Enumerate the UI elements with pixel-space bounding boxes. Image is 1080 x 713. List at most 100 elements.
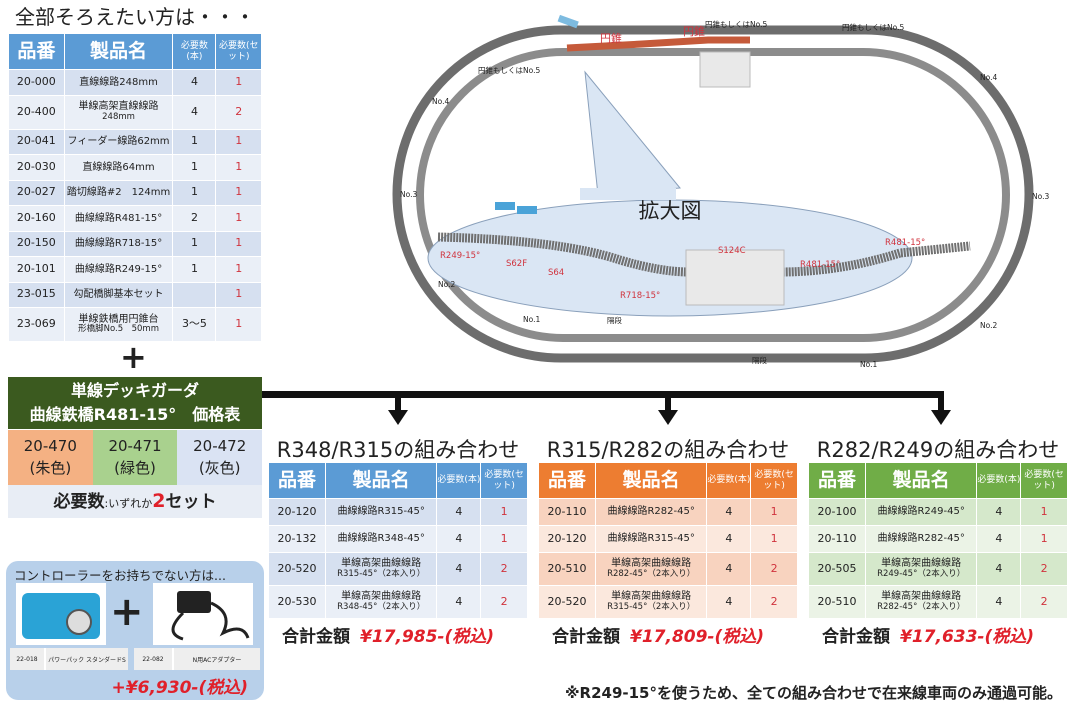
track-label-cone2: 円錐	[683, 24, 705, 38]
product-code: 20-120	[538, 525, 596, 553]
header-sets: 必要数(セット)	[215, 33, 262, 70]
controller-title: コントローラーをお持ちでない方は...	[14, 568, 226, 583]
table-row: 20-041 フィーダー線路62mm 1 1	[8, 128, 262, 155]
product-code: 20-027	[8, 179, 65, 206]
header-name: 製品名	[324, 462, 438, 499]
set-count: 1	[215, 256, 262, 283]
quantity: 4	[976, 552, 1022, 586]
track-label-no1-right: No.1	[860, 360, 877, 369]
product-code: 20-000	[8, 69, 65, 96]
quantity: 3～5	[172, 307, 217, 342]
track-label-cone-or-no5-c: 円錐もしくはNo.5	[842, 22, 904, 32]
track-label-r718: R718-15°	[620, 291, 660, 301]
connector-arrows	[262, 391, 951, 425]
controller-item-1: 22-018 パワーパック スタンダードS	[10, 648, 128, 670]
table-row: 20-110 曲線線路R282-45° 4 1	[538, 498, 798, 526]
product-name: 曲線線路R348-45°	[324, 525, 438, 553]
deck-girder-title-line1: 単線デッキガーダ	[70, 381, 199, 400]
set-count: 2	[1020, 585, 1068, 619]
header-qty: 必要数(本)	[706, 462, 752, 499]
product-code: 20-520	[538, 585, 596, 619]
track-label-cone1: 円錐	[600, 31, 622, 45]
set-count: 2	[480, 585, 528, 619]
product-code: 20-120	[268, 498, 326, 526]
footnote: ※R249-15°を使うため、全ての組み合わせで在来線車両のみ通過可能。	[564, 684, 1062, 702]
header-sets: 必要数(セット)	[480, 462, 528, 499]
quantity: 4	[706, 552, 752, 586]
set-count: 1	[750, 498, 798, 526]
ac-adapter-image	[153, 583, 253, 645]
zoom-track	[437, 232, 971, 277]
set-count: 1	[215, 154, 262, 181]
crossing-top	[699, 51, 751, 88]
header-qty: 必要数(本)	[436, 462, 482, 499]
product-code: 20-030	[8, 154, 65, 181]
set-count: 1	[480, 525, 528, 553]
header-qty: 必要数(本)	[172, 33, 217, 70]
full-set-table: 品番 製品名 必要数(本) 必要数(セット) 20-000 直線線路248mm …	[8, 33, 262, 342]
set-count: 1	[215, 69, 262, 96]
header-name: 製品名	[594, 462, 708, 499]
product-code: 20-041	[8, 128, 65, 155]
track-label-s124c: S124C	[718, 246, 746, 256]
set-count: 1	[480, 498, 528, 526]
combo-title: R348/R315の組み合わせ	[276, 438, 520, 462]
product-name: 直線線路64mm	[63, 154, 174, 181]
table-row: 20-101 曲線線路R249-15° 1 1	[8, 256, 262, 283]
header-code: 品番	[8, 33, 65, 70]
track-label-s64: S64	[548, 268, 564, 278]
quantity: 4	[706, 525, 752, 553]
product-name: 曲線線路R718-15°	[63, 230, 174, 257]
set-count: 1	[750, 525, 798, 553]
quantity: 4	[436, 552, 482, 586]
track-label-step-top: 隔段	[607, 315, 622, 325]
combo-table: 品番 製品名 必要数(本) 必要数(セット) 20-100 曲線線路R249-4…	[808, 462, 1068, 619]
zoom-label: 拡大図	[639, 199, 702, 223]
quantity: 4	[706, 498, 752, 526]
quantity: 1	[172, 179, 217, 206]
track-label-no4-left: No.4	[432, 97, 449, 106]
track-label-step-bottom: 隔段	[752, 355, 767, 365]
product-code: 23-069	[8, 307, 65, 342]
product-code: 20-150	[8, 230, 65, 257]
set-count: 2	[750, 552, 798, 586]
product-code: 20-100	[808, 498, 866, 526]
quantity: 4	[172, 94, 217, 130]
quantity: 4	[976, 525, 1022, 553]
product-name: 曲線線路R249-15°	[63, 256, 174, 283]
header-qty: 必要数(本)	[976, 462, 1022, 499]
product-code: 20-132	[268, 525, 326, 553]
variant-gray: 20-472(灰色)	[177, 430, 263, 485]
table-row: 20-120 曲線線路R315-45° 4 1	[538, 525, 798, 553]
combo-table: 品番 製品名 必要数(本) 必要数(セット) 20-120 曲線線路R315-4…	[268, 462, 528, 619]
table-row: 20-100 曲線線路R249-45° 4 1	[808, 498, 1068, 526]
table-row: 20-120 曲線線路R315-45° 4 1	[268, 498, 528, 526]
track-label-s62f: S62F	[506, 259, 527, 269]
quantity	[172, 281, 217, 308]
table-row: 20-150 曲線線路R718-15° 1 1	[8, 230, 262, 257]
product-code: 20-101	[8, 256, 65, 283]
table-row: 20-160 曲線線路R481-15° 2 1	[8, 205, 262, 232]
set-count: 2	[1020, 552, 1068, 586]
quantity: 4	[436, 525, 482, 553]
product-name: 曲線線路R249-45°	[864, 498, 978, 526]
set-count: 1	[215, 230, 262, 257]
product-name: 曲線線路R481-15°	[63, 205, 174, 232]
track-label-no4-right: No.4	[980, 73, 997, 82]
quantity: 1	[172, 128, 217, 155]
product-code: 20-400	[8, 94, 65, 130]
track-label-no3-right: No.3	[1032, 192, 1049, 201]
combo-total: 合計金額¥17,633-(税込)	[822, 627, 1035, 647]
track-label-r481a: R481-15°	[800, 260, 840, 270]
product-code: 20-505	[808, 552, 866, 586]
product-code: 20-160	[8, 205, 65, 232]
combo-title: R282/R249の組み合わせ	[816, 438, 1060, 462]
